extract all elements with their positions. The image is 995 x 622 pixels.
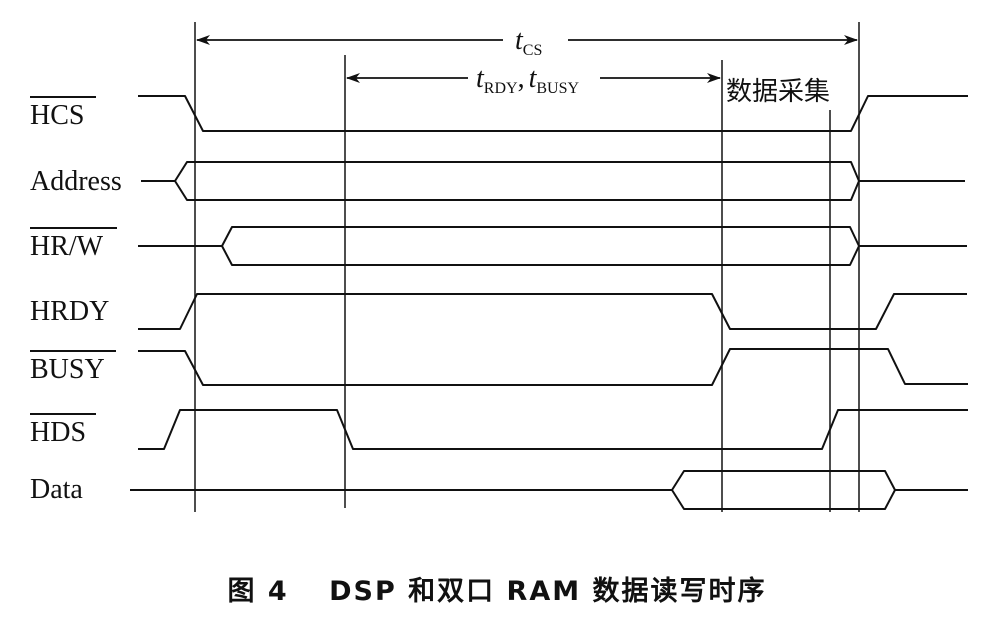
signal-label-hrdy: HRDY xyxy=(30,296,109,327)
signal-label-hrw: HR/W xyxy=(30,231,104,262)
signal-label-busy: BUSY xyxy=(30,354,105,385)
trdy-tbusy-label: tRDY,tBUSY xyxy=(476,63,579,97)
tcs-label: tCS xyxy=(515,25,542,59)
waveform-hrw-bus xyxy=(221,226,860,266)
waveform-data-bus xyxy=(671,470,896,510)
data-acquisition-label: 数据采集 xyxy=(726,77,830,107)
waveform-address-bus xyxy=(174,161,860,201)
waveform-hrdy xyxy=(138,293,967,330)
signal-label-hcs: HCS xyxy=(30,100,84,131)
signal-label-hds: HDS xyxy=(30,417,86,448)
waveform-busy xyxy=(138,348,968,386)
waveform-hcs xyxy=(138,95,968,132)
signal-label-address: Address xyxy=(30,166,122,197)
figure-caption: 图 4 DSP 和双口 RAM 数据读写时序 xyxy=(228,575,767,607)
signal-label-data: Data xyxy=(30,474,83,505)
waveform-hds xyxy=(138,409,968,450)
